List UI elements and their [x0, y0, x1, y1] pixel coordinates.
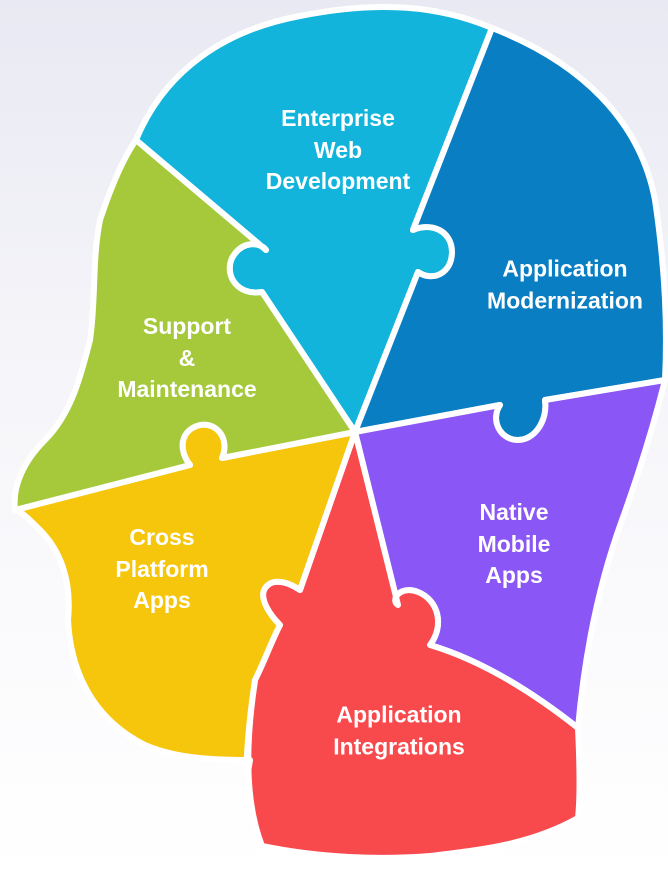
- label-support-maintenance: Support&Maintenance: [117, 312, 257, 402]
- piece-support-maintenance: [11, 137, 358, 513]
